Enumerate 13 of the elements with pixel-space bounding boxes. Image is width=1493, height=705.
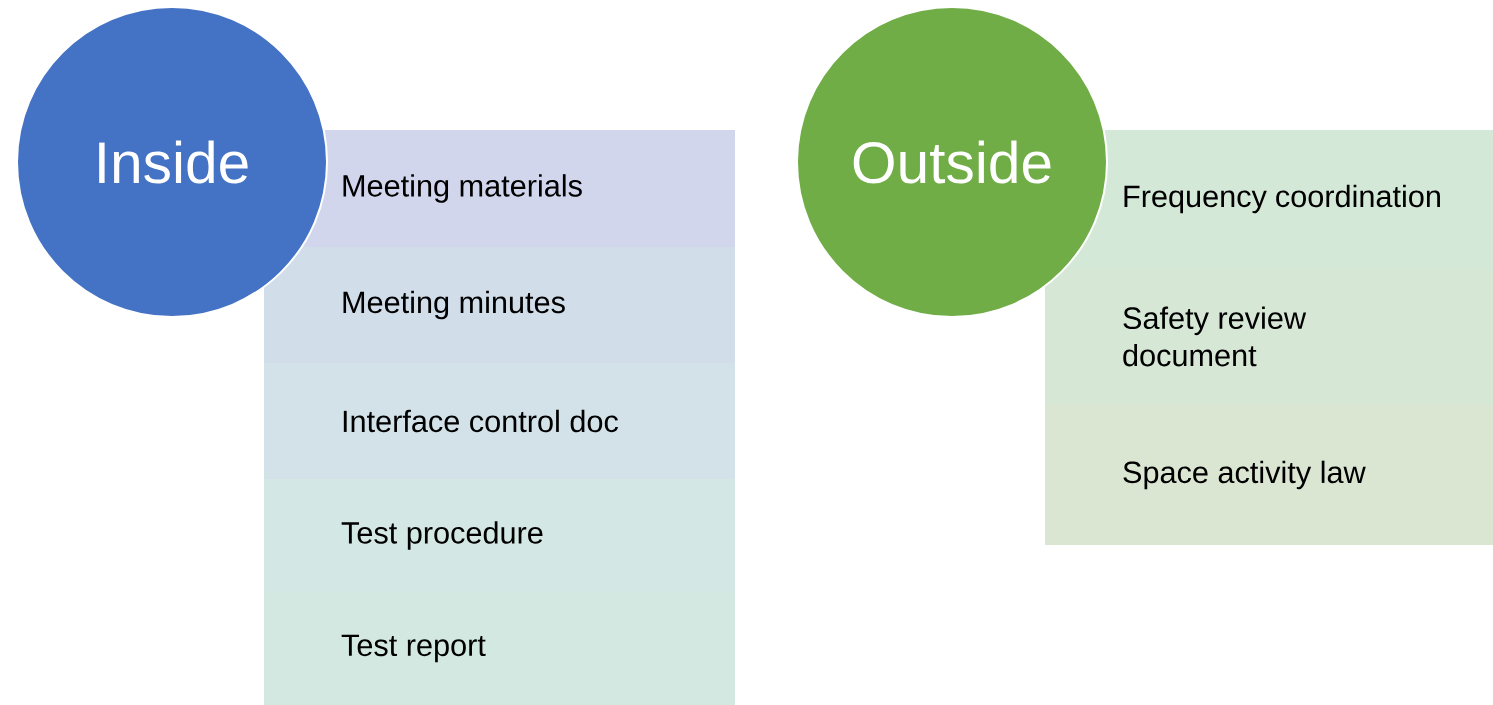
node-label: Interface control doc bbox=[343, 409, 619, 433]
list-item-box: Interface control doc bbox=[264, 363, 735, 479]
node-label: Test procedure bbox=[341, 521, 543, 550]
node-label: Space activity law bbox=[1123, 460, 1366, 490]
node-label: Safety review document bbox=[1123, 306, 1307, 367]
node-label: Test report bbox=[341, 634, 486, 663]
list-item-box: Safety review document bbox=[1045, 268, 1493, 405]
list-item-box: Meeting minutes bbox=[264, 247, 735, 363]
list-item-box: Test report bbox=[264, 592, 735, 705]
list-item-box: Test procedure bbox=[264, 479, 735, 592]
node-label: Frequency coordination bbox=[1124, 184, 1440, 214]
node-label: Meeting minutes bbox=[343, 290, 565, 320]
list-item-box: Space activity law bbox=[1045, 405, 1493, 545]
